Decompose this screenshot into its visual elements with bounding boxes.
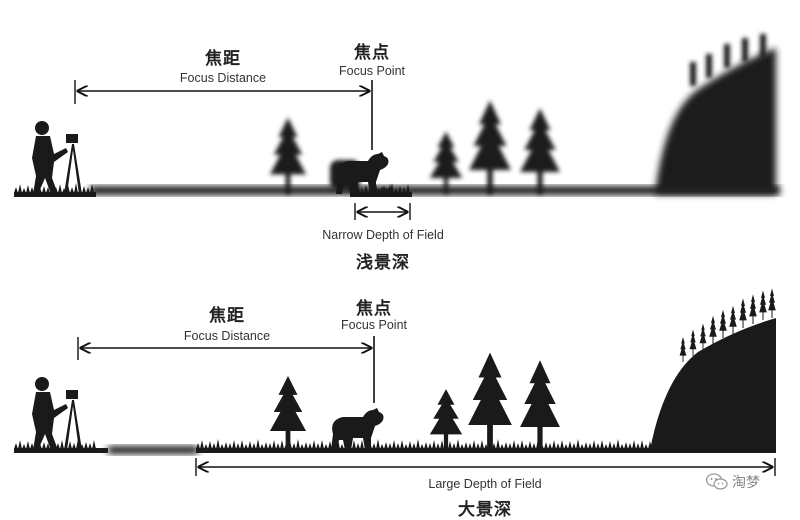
bottom-focus-distance-label-en: Focus Distance xyxy=(183,329,271,343)
top-blurred-trees xyxy=(269,100,560,194)
top-dof-label-en: Narrow Depth of Field xyxy=(322,228,444,242)
top-ground-sharp-left xyxy=(14,183,96,197)
bottom-hill xyxy=(650,318,776,450)
top-focus-point-label-zh: 焦点 xyxy=(354,43,390,63)
bottom-photographer xyxy=(32,377,82,450)
top-blurred-hill xyxy=(655,48,776,194)
top-photographer xyxy=(32,121,82,194)
top-ground-blurred xyxy=(90,186,780,195)
bottom-dof-label-zh: 大景深 xyxy=(458,500,512,520)
bottom-focus-point-label-en: Focus Point xyxy=(340,318,408,332)
wechat-icon xyxy=(706,473,728,490)
bottom-ground-sharp xyxy=(196,439,776,453)
top-ground-sharp-focus xyxy=(350,183,412,197)
top-dof-label-zh: 浅景深 xyxy=(356,253,410,273)
top-scene xyxy=(14,34,780,220)
bottom-focus-point-label-zh: 焦点 xyxy=(356,299,392,319)
watermark-text: 淘梦 xyxy=(732,475,760,491)
bottom-trees xyxy=(269,352,560,450)
bottom-dof-label-en: Large Depth of Field xyxy=(428,477,542,491)
watermark: 淘梦 xyxy=(706,472,760,492)
bottom-ground-blurred xyxy=(108,446,198,454)
top-focus-point-label-en: Focus Point xyxy=(338,64,406,78)
bottom-focus-distance-label-zh: 焦距 xyxy=(209,306,245,326)
top-focus-distance-label-en: Focus Distance xyxy=(179,71,267,85)
bottom-scene xyxy=(14,288,776,476)
top-focus-distance-label-zh: 焦距 xyxy=(205,49,241,69)
